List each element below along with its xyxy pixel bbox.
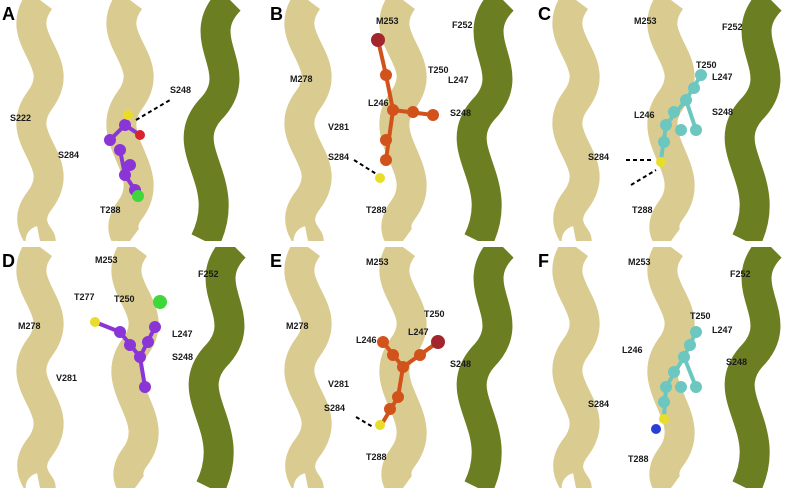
residue-label: V281 [328, 379, 350, 389]
panel-c: C M253 F252 T250 L247 L246 S248 S284 T28… [536, 0, 798, 241]
helix-left [552, 247, 600, 488]
residue-label: M253 [366, 257, 389, 267]
residue-label: T288 [366, 205, 387, 215]
ligand-cyan [656, 69, 707, 167]
panel-e: E M253 T250 M278 L247 L246 V281 S248 S28… [268, 247, 530, 488]
residue-label: L247 [448, 75, 469, 85]
residue-label: M253 [628, 257, 651, 267]
panel-e-scene [284, 247, 515, 488]
hbond-dashed [353, 159, 379, 176]
residue-label: L247 [172, 329, 193, 339]
residue-label: L247 [712, 72, 733, 82]
residue-label: L247 [408, 327, 429, 337]
helix-left [284, 247, 332, 488]
residue-label: V281 [56, 373, 78, 383]
residue-label: M278 [286, 321, 309, 331]
residue-label: F252 [730, 269, 751, 279]
helix-right-green [724, 0, 783, 241]
residue-label: M253 [95, 255, 118, 265]
residue-label: S248 [450, 108, 472, 118]
panel-d-scene [16, 247, 247, 488]
ligand-cyan [651, 326, 702, 434]
residue-label: S222 [10, 113, 32, 123]
helix-right-green [456, 0, 515, 241]
residue-label: F252 [722, 22, 743, 32]
panel-letter: D [2, 251, 15, 271]
residue-label: T250 [424, 309, 445, 319]
residue-label: L246 [356, 335, 377, 345]
panel-d: D M253 F252 T277 T250 M278 L247 V281 S24… [0, 247, 262, 488]
residue-label: F252 [198, 269, 219, 279]
helix-middle [106, 0, 154, 241]
residue-label: T277 [74, 292, 95, 302]
residue-label: L246 [368, 98, 389, 108]
residue-label: S248 [170, 85, 192, 95]
panel-a: A S222 S284 T288 S248 [0, 0, 262, 241]
residue-label: S284 [58, 150, 80, 160]
helix-left [16, 247, 64, 488]
residue-label: T288 [628, 454, 649, 464]
residue-label: T250 [428, 65, 449, 75]
panel-letter: E [270, 251, 283, 271]
residue-label: L247 [712, 325, 733, 335]
helix-middle [111, 247, 159, 488]
residue-label: T250 [114, 294, 135, 304]
helix-right-green [724, 247, 783, 488]
residue-label: T288 [100, 205, 121, 215]
helix-right-green [188, 247, 247, 488]
residue-label: M253 [376, 16, 399, 26]
panel-f-scene [552, 247, 783, 488]
helix-left [552, 0, 600, 241]
residue-label: T288 [632, 205, 653, 215]
residue-label: F252 [452, 20, 473, 30]
residue-label: L246 [634, 110, 655, 120]
helix-right-green [183, 0, 242, 241]
panel-letter: B [270, 4, 283, 24]
panel-c-scene [552, 0, 783, 241]
ligand-purple [104, 110, 145, 202]
panel-letter: F [538, 251, 549, 271]
panel-letter: C [538, 4, 551, 24]
hbond-dashed [355, 416, 374, 428]
panel-b-scene [284, 0, 515, 241]
residue-label: S284 [588, 399, 610, 409]
ligand-purple [90, 295, 167, 393]
panel-a-scene [16, 0, 242, 241]
residue-label: S248 [726, 357, 748, 367]
residue-label: S248 [712, 107, 734, 117]
residue-label: S248 [450, 359, 472, 369]
residue-label: S284 [328, 152, 350, 162]
helix-left [284, 0, 332, 241]
residue-label: L246 [622, 345, 643, 355]
panel-b: B M253 F252 T250 L247 M278 L246 V281 S24… [268, 0, 530, 241]
hbond-dashed [630, 169, 657, 186]
residue-label: S284 [588, 152, 610, 162]
residue-label: M278 [18, 321, 41, 331]
residue-label: V281 [328, 122, 350, 132]
residue-label: M278 [290, 74, 313, 84]
residue-label: T288 [366, 452, 387, 462]
residue-label: S248 [172, 352, 194, 362]
residue-label: T250 [696, 60, 717, 70]
residue-label: T250 [690, 311, 711, 321]
ligand-orange [375, 335, 445, 430]
panel-f: F M253 F252 T250 L247 L246 S248 S284 T28… [536, 247, 798, 488]
helix-middle [379, 0, 427, 241]
ligand-orange [371, 33, 439, 183]
residue-label: S284 [324, 403, 346, 413]
helix-middle [379, 247, 427, 488]
residue-label: M253 [634, 16, 657, 26]
helix-right-green [456, 247, 515, 488]
helix-left [16, 0, 64, 241]
panel-letter: A [2, 4, 15, 24]
